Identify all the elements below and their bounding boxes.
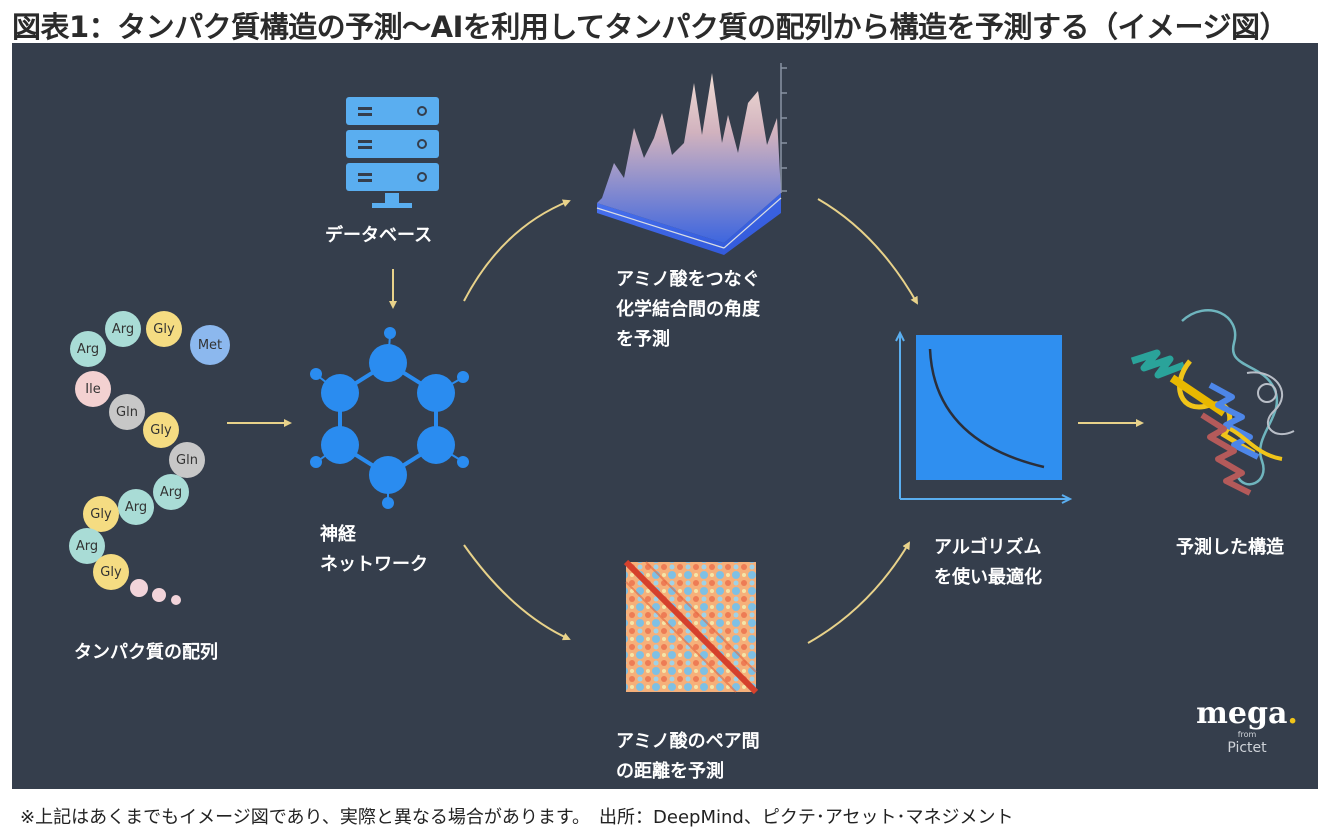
residue-bead: Gly bbox=[93, 554, 129, 590]
logo-pictet-text: Pictet bbox=[1227, 740, 1267, 756]
residue-bead: Gly bbox=[83, 496, 119, 532]
residue-bead: Arg bbox=[70, 331, 106, 367]
angles-label-line: を予測 bbox=[616, 329, 670, 350]
figure-title: 図表1：タンパク質構造の予測～AIを利用してタンパク質の配列から構造を予測する（… bbox=[12, 10, 1288, 44]
predicted-structure-label: 予測した構造 bbox=[1176, 537, 1284, 558]
arrow-network-to-angles bbox=[463, 199, 571, 302]
residue-bead: Ile bbox=[75, 371, 111, 407]
connector-layer bbox=[227, 63, 1295, 695]
angles-label-line: 化学結合間の角度 bbox=[616, 299, 760, 320]
database-server-icon bbox=[346, 97, 439, 208]
distance-heatmap bbox=[623, 559, 759, 695]
angles-label: アミノ酸をつなぐ 化学結合間の角度 を予測 bbox=[616, 265, 760, 355]
chain-tail-dot bbox=[152, 588, 166, 602]
neural-network-label-line: 神経 bbox=[320, 524, 356, 545]
mega-pictet-logo: mega. from Pictet bbox=[1192, 696, 1302, 757]
arrow-network-to-distances bbox=[463, 544, 571, 641]
residue-bead: Gln bbox=[169, 442, 205, 478]
arrow-angles-to-chart bbox=[817, 198, 918, 305]
residue-bead: Gly bbox=[146, 311, 182, 347]
optimization-curve-chart bbox=[895, 330, 1073, 504]
optimization-label-line: を使い最適化 bbox=[934, 567, 1042, 588]
residue-bead: Arg bbox=[118, 489, 154, 525]
chain-tail-dot bbox=[130, 579, 148, 597]
optimization-label-line: アルゴリズム bbox=[934, 537, 1042, 558]
arrow-distances-to-chart bbox=[807, 541, 911, 644]
angles-label-line: アミノ酸をつなぐ bbox=[616, 269, 760, 290]
sequence-label: タンパク質の配列 bbox=[74, 642, 218, 663]
optimization-label: アルゴリズム を使い最適化 bbox=[934, 533, 1042, 593]
diagram-panel: Arg Arg Gly Met Ile Gln Gly Gln Arg Arg … bbox=[12, 43, 1318, 789]
neural-network-label-line: ネットワーク bbox=[320, 554, 428, 575]
residue-bead: Gln bbox=[109, 394, 145, 430]
logo-wordmark: mega. bbox=[1196, 696, 1298, 731]
residue-bead: Arg bbox=[105, 311, 141, 347]
residue-bead: Met bbox=[190, 325, 230, 365]
angle-terrain-plot bbox=[596, 63, 787, 255]
neural-network-nodes bbox=[310, 327, 469, 509]
logo-from-text: from bbox=[1237, 730, 1257, 739]
distances-label-line: の距離を予測 bbox=[616, 761, 724, 782]
distances-label-line: アミノ酸のペア間 bbox=[616, 731, 760, 752]
residue-bead: Gly bbox=[143, 412, 179, 448]
source-footnote: ※上記はあくまでもイメージ図であり、実際と異なる場合があります。 出所：Deep… bbox=[20, 807, 1014, 828]
residue-bead: Arg bbox=[153, 474, 189, 510]
database-label: データベース bbox=[325, 225, 433, 246]
neural-network-label: 神経 ネットワーク bbox=[320, 520, 428, 580]
chain-tail-dot bbox=[171, 595, 181, 605]
predicted-structure-image bbox=[1130, 309, 1295, 496]
distances-label: アミノ酸のペア間 の距離を予測 bbox=[616, 727, 760, 787]
